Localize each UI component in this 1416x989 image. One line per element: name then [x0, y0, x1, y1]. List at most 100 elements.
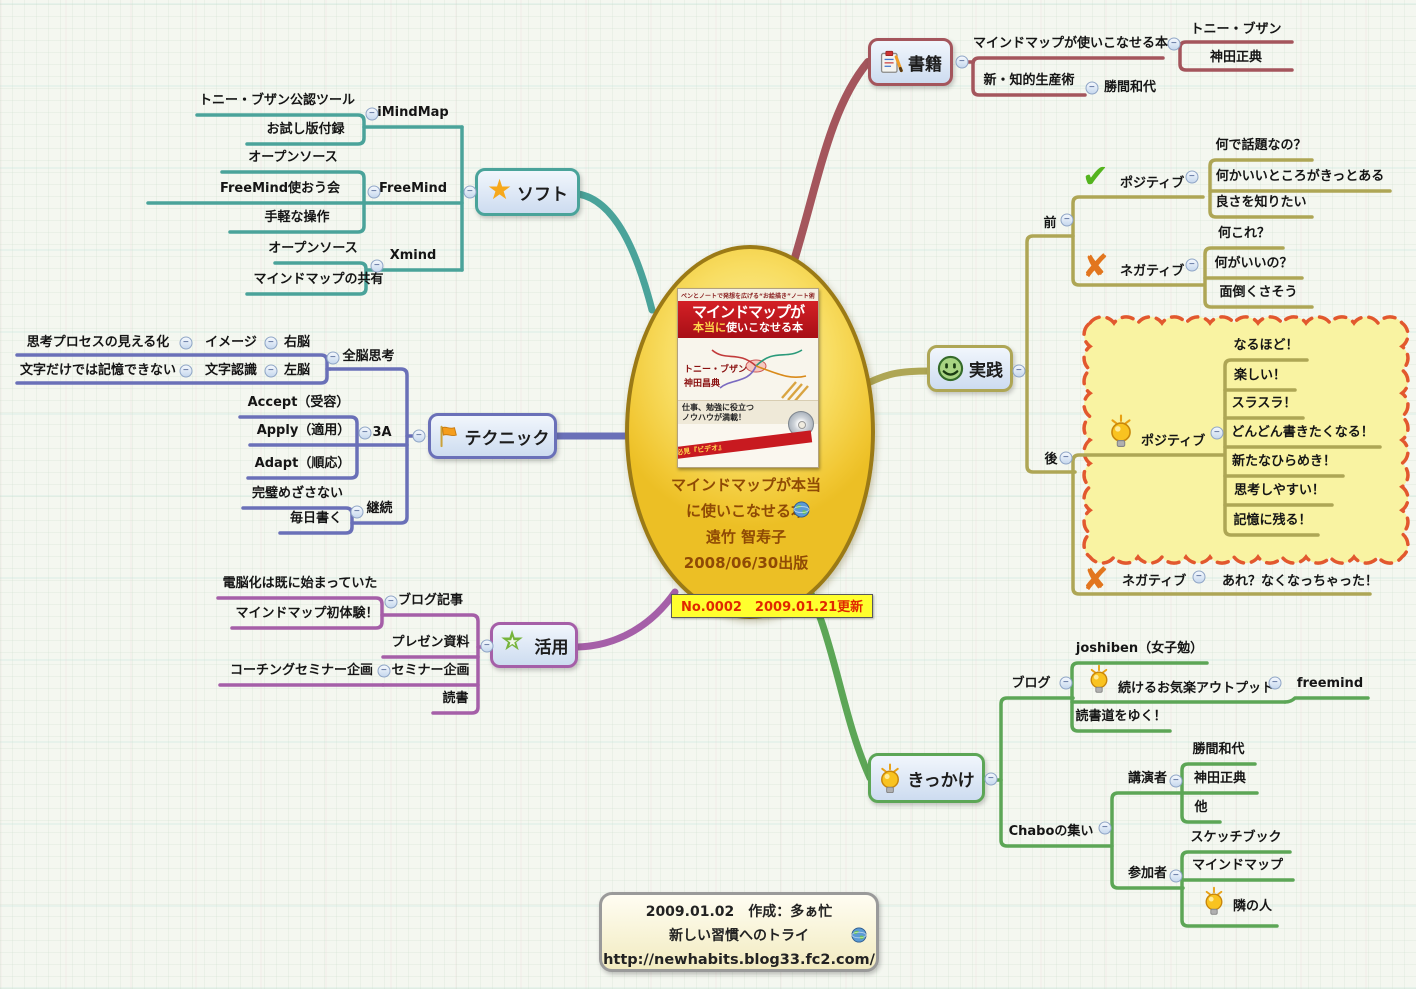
topic-whats-good[interactable]: 何がいいの？	[1214, 256, 1293, 271]
collapse-badge[interactable]: −	[1268, 676, 1282, 690]
topic-participants[interactable]: 参加者	[1127, 866, 1167, 881]
topic-buzan-tool[interactable]: トニー・ブザン公認ツール	[198, 93, 355, 108]
topic-dokushodo[interactable]: 読書道をゆく！	[1075, 709, 1167, 724]
topic-opensource-1[interactable]: オープンソース	[248, 150, 338, 165]
topic-sketchbook[interactable]: スケッチブック	[1190, 830, 1282, 845]
topic-xmind[interactable]: Xmind	[389, 248, 437, 263]
topic-coaching-seminar[interactable]: コーチングセミナー企画	[229, 663, 373, 678]
globe-icon[interactable]	[793, 501, 810, 522]
main-topic-katsuyo[interactable]: ★★ 活用	[490, 622, 578, 668]
topic-trial-appendix[interactable]: お試し版付録	[266, 122, 345, 137]
collapse-badge[interactable]: −	[1059, 451, 1073, 465]
collapse-badge[interactable]: −	[384, 595, 398, 609]
collapse-badge[interactable]: −	[179, 364, 193, 378]
collapse-badge[interactable]: −	[358, 426, 372, 440]
topic-smooth[interactable]: スラスラ！	[1231, 396, 1297, 411]
collapse-badge[interactable]: −	[1169, 869, 1183, 883]
topic-others[interactable]: 他	[1194, 800, 1208, 815]
main-topic-technique[interactable]: テクニック	[428, 413, 557, 459]
topic-must-be-good[interactable]: 何かいいところがきっとある	[1215, 169, 1385, 184]
topic-map-sharing[interactable]: マインドマップの共有	[253, 272, 384, 287]
topic-easy-thinking[interactable]: 思考しやすい！	[1234, 483, 1325, 498]
topic-freemind-blog[interactable]: freemind	[1296, 676, 1364, 691]
topic-text-recognition[interactable]: 文字認識	[204, 363, 257, 378]
topic-memorable[interactable]: 記憶に残る！	[1233, 513, 1312, 528]
topic-katsuma[interactable]: 勝間和代	[1192, 742, 1245, 757]
collapse-badge[interactable]: −	[1060, 213, 1074, 227]
topic-before-positive[interactable]: ポジティブ	[1120, 176, 1185, 191]
topic-3a[interactable]: 3A	[372, 425, 392, 440]
topic-imindmap[interactable]: iMindMap	[377, 105, 449, 120]
topic-want-to-know[interactable]: 良さを知りたい	[1215, 195, 1307, 210]
collapse-badge[interactable]: −	[264, 364, 278, 378]
collapse-badge[interactable]: −	[463, 185, 477, 199]
topic-katsuma-kazuyo[interactable]: 勝間和代	[1104, 80, 1157, 95]
topic-blog[interactable]: ブログ	[1011, 676, 1051, 691]
collapse-badge[interactable]: −	[480, 639, 494, 653]
topic-easy-operation[interactable]: 手軽な操作	[264, 210, 330, 225]
collapse-badge[interactable]: −	[1012, 364, 1026, 378]
collapse-badge[interactable]: −	[1085, 81, 1099, 95]
topic-left-brain[interactable]: 左脳	[283, 363, 310, 378]
collapse-badge[interactable]: −	[264, 336, 278, 350]
topic-adapt[interactable]: Adapt（順応）	[254, 456, 351, 471]
topic-fun[interactable]: 楽しい！	[1233, 368, 1286, 383]
topic-joshiben[interactable]: joshiben（女子勉）	[1075, 641, 1204, 656]
collapse-badge[interactable]: −	[350, 505, 364, 519]
topic-freemind[interactable]: FreeMind	[378, 181, 448, 196]
main-topic-soft[interactable]: ★ ソフト	[475, 168, 580, 216]
topic-keizoku[interactable]: 継続	[366, 501, 393, 516]
topic-reading[interactable]: 読書	[442, 691, 469, 706]
topic-image[interactable]: イメージ	[205, 335, 257, 350]
topic-new-insight[interactable]: 新たなひらめき！	[1231, 454, 1336, 469]
topic-want-to-write[interactable]: どんどん書きたくなる！	[1231, 425, 1374, 440]
topic-digitization[interactable]: 電脳化は既に始まっていた	[222, 576, 378, 591]
topic-tony-buzan[interactable]: トニー・ブザン	[1190, 22, 1282, 37]
note-url[interactable]: http://newhabits.blog33.fc2.com/	[603, 952, 875, 968]
main-topic-jissen[interactable]: 実践	[927, 345, 1013, 392]
collapse-badge[interactable]: −	[984, 772, 998, 786]
topic-chabo-gathering[interactable]: Chaboの集い	[1008, 824, 1094, 839]
topic-write-daily[interactable]: 毎日書く	[289, 511, 342, 526]
topic-not-perfect[interactable]: 完璧めざさない	[251, 486, 343, 501]
collapse-badge[interactable]: −	[412, 429, 426, 443]
topic-kanda[interactable]: 神田正典	[1193, 771, 1246, 786]
topic-i-see[interactable]: なるほど！	[1233, 338, 1299, 353]
collapse-badge[interactable]: −	[365, 107, 379, 121]
main-topic-shoseki[interactable]: 書籍	[868, 38, 953, 86]
topic-accept[interactable]: Accept（受容）	[247, 395, 350, 410]
topic-seems-tedious[interactable]: 面倒くさそう	[1219, 285, 1298, 300]
topic-whole-brain[interactable]: 全脳思考	[342, 349, 395, 364]
topic-before[interactable]: 前	[1043, 216, 1057, 231]
collapse-badge[interactable]: −	[1185, 258, 1199, 272]
topic-opensource-2[interactable]: オープンソース	[268, 241, 358, 256]
main-topic-kikkake[interactable]: きっかけ	[868, 753, 985, 803]
collapse-badge[interactable]: −	[370, 259, 384, 273]
topic-kanda-masanori[interactable]: 神田正典	[1209, 50, 1262, 65]
globe-icon[interactable]	[851, 927, 867, 947]
topic-what-is-this[interactable]: 何これ？	[1217, 226, 1270, 241]
topic-right-brain[interactable]: 右脳	[283, 335, 310, 350]
update-info-label[interactable]: No.0002 2009.01.21更新	[671, 594, 874, 618]
topic-blog-article[interactable]: ブログ記事	[397, 593, 463, 608]
topic-book-master-mindmap[interactable]: マインドマップが使いこなせる本	[973, 36, 1169, 51]
collapse-badge[interactable]: −	[1192, 570, 1206, 584]
collapse-badge[interactable]: −	[179, 336, 193, 350]
topic-why-popular[interactable]: 何で話題なの？	[1215, 138, 1307, 153]
collapse-badge[interactable]: −	[955, 55, 969, 69]
topic-after-negative[interactable]: ネガティブ	[1122, 574, 1187, 589]
collapse-badge[interactable]: −	[326, 351, 340, 365]
note-box[interactable]: 2009.01.02 作成：多ぁ忙 新しい習慣へのトライ http://newh…	[599, 892, 879, 972]
topic-after[interactable]: 後	[1044, 452, 1058, 467]
collapse-badge[interactable]: −	[367, 185, 381, 199]
collapse-badge[interactable]: −	[1059, 676, 1073, 690]
topic-visible-thinking[interactable]: 思考プロセスの見える化	[26, 335, 170, 350]
topic-before-negative[interactable]: ネガティブ	[1120, 264, 1185, 279]
topic-apply[interactable]: Apply（適用）	[256, 423, 351, 438]
topic-speakers[interactable]: 講演者	[1127, 771, 1167, 786]
topic-easy-output[interactable]: 続けるお気楽アウトプット	[1118, 681, 1275, 696]
topic-huh-gone[interactable]: あれ？なくなっちゃった！	[1222, 574, 1379, 589]
topic-freemind-club[interactable]: FreeMind使おう会	[219, 181, 341, 196]
topic-after-positive[interactable]: ポジティブ	[1141, 434, 1206, 449]
topic-presentation[interactable]: プレゼン資料	[391, 635, 470, 650]
